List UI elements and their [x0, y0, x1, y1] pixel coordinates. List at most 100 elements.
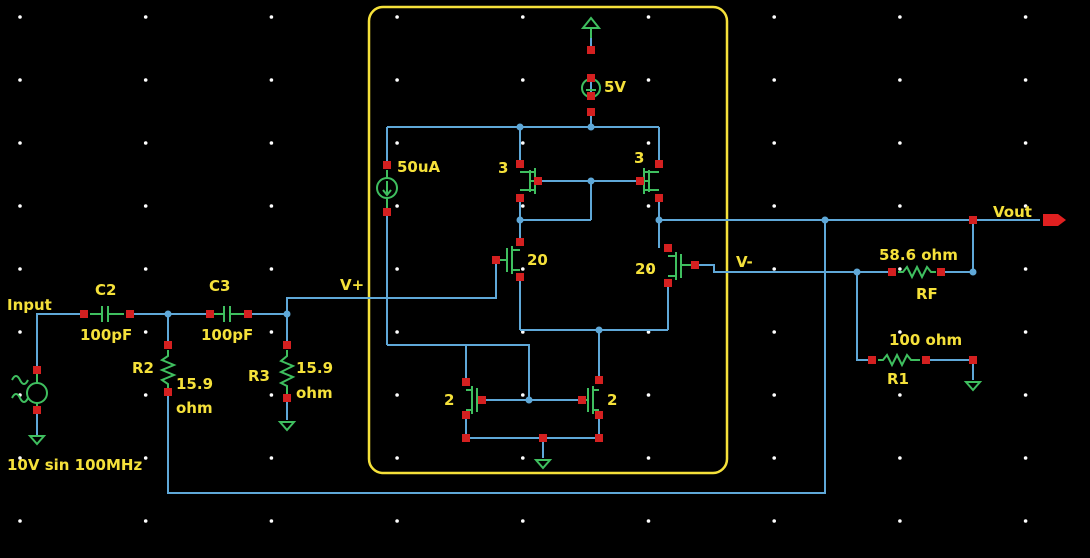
- pin-marker: [164, 388, 172, 396]
- pin-marker: [383, 161, 391, 169]
- grid-dot: [898, 393, 902, 397]
- output-pin-icon: [1043, 214, 1066, 226]
- grid-dot: [521, 519, 525, 523]
- pin-marker: [595, 434, 603, 442]
- grid-dot: [143, 519, 148, 523]
- pin-marker: [244, 310, 252, 318]
- input-label: Input: [7, 296, 52, 314]
- pin-marker: [283, 341, 291, 349]
- grid-dot: [898, 204, 902, 208]
- pin-marker: [655, 160, 663, 168]
- pin-marker: [587, 108, 595, 116]
- grid-dot: [898, 15, 902, 19]
- vminus-label: V-: [736, 253, 753, 271]
- grid-dot: [143, 15, 148, 19]
- pin-marker: [587, 74, 595, 82]
- grid-dot: [395, 204, 399, 208]
- grid-dot: [646, 15, 651, 19]
- grid-dot: [646, 204, 651, 208]
- grid-dot: [646, 78, 651, 82]
- grid-dot: [269, 330, 274, 334]
- pin-marker: [283, 394, 291, 402]
- m-diff-left-label: 20: [527, 251, 548, 269]
- grid-dot: [646, 141, 651, 145]
- grid-dot: [646, 393, 651, 397]
- grid-dot: [521, 393, 525, 397]
- pin-marker: [516, 273, 524, 281]
- grid-dot: [269, 78, 274, 82]
- r3-value-1: 15.9: [296, 359, 333, 377]
- resistor-icon: [278, 350, 296, 394]
- grid-dot: [772, 330, 776, 334]
- pin-marker: [664, 279, 672, 287]
- rf-label: RF: [916, 285, 938, 303]
- vout-label: Vout: [993, 203, 1032, 221]
- grid-dot: [395, 78, 399, 82]
- grid-dot: [1023, 15, 1028, 19]
- grid-dot: [1023, 456, 1028, 460]
- source-label: 10V sin 100MHz: [7, 456, 142, 474]
- pin-marker: [492, 256, 500, 264]
- grid-dot: [772, 204, 776, 208]
- grid-dot: [18, 15, 22, 19]
- r2-value-1: 15.9: [176, 375, 213, 393]
- ground-icon: [27, 435, 47, 446]
- pin-marker: [126, 310, 134, 318]
- grid-dot: [18, 141, 22, 145]
- grid-dot: [898, 330, 902, 334]
- grid-dot: [143, 267, 148, 271]
- pin-marker: [969, 216, 977, 224]
- m-bot-left-label: 2: [444, 391, 454, 409]
- grid-dot: [269, 267, 274, 271]
- pin-marker: [636, 177, 644, 185]
- pin-markers: [33, 46, 977, 442]
- c3-label: C3: [209, 277, 230, 295]
- capacitor-icon: [214, 306, 244, 322]
- grid-dot: [646, 519, 651, 523]
- nmos-icon: [582, 386, 599, 414]
- r3-label: R3: [248, 367, 270, 385]
- grid-dot: [395, 519, 399, 523]
- m-top-right-label: 3: [634, 149, 644, 167]
- rf-value: 58.6 ohm: [879, 246, 958, 264]
- pin-marker: [80, 310, 88, 318]
- resistor-icon: [159, 350, 177, 390]
- pin-marker: [888, 268, 896, 276]
- c2-label: C2: [95, 281, 116, 299]
- ground-icon: [963, 381, 983, 392]
- grid-dot: [395, 456, 399, 460]
- pin-marker: [587, 46, 595, 54]
- r3-value-2: ohm: [296, 384, 333, 402]
- grid-dot: [395, 330, 399, 334]
- grid-dot: [269, 456, 274, 460]
- grid-dot: [772, 456, 776, 460]
- pin-marker: [595, 411, 603, 419]
- pin-marker: [516, 160, 524, 168]
- grid-dot: [521, 330, 525, 334]
- wires: [36, 38, 1040, 494]
- c2-value: 100pF: [80, 326, 132, 344]
- grid-dot: [772, 267, 776, 271]
- pin-marker: [578, 396, 586, 404]
- grid-dot: [1023, 267, 1028, 271]
- capacitor-icon: [90, 306, 124, 322]
- c3-value: 100pF: [201, 326, 253, 344]
- pin-marker: [937, 268, 945, 276]
- resistor-icon: [878, 352, 920, 368]
- grid-dot: [521, 15, 525, 19]
- grid-dot: [18, 204, 22, 208]
- pin-marker: [534, 177, 542, 185]
- grid-dot: [898, 267, 902, 271]
- labels: Input 10V sin 100MHz C2 100pF C3 100pF R…: [7, 78, 1032, 474]
- vplus-label: V+: [340, 276, 364, 294]
- pin-marker: [539, 434, 547, 442]
- grid-dot: [143, 456, 148, 460]
- grid-dot: [143, 330, 148, 334]
- r1-value: 100 ohm: [889, 331, 962, 349]
- grid-dot: [18, 456, 22, 460]
- pin-marker: [691, 261, 699, 269]
- pin-marker: [462, 378, 470, 386]
- pin-marker: [206, 310, 214, 318]
- grid-dot: [1023, 393, 1028, 397]
- grid-dot: [395, 141, 399, 145]
